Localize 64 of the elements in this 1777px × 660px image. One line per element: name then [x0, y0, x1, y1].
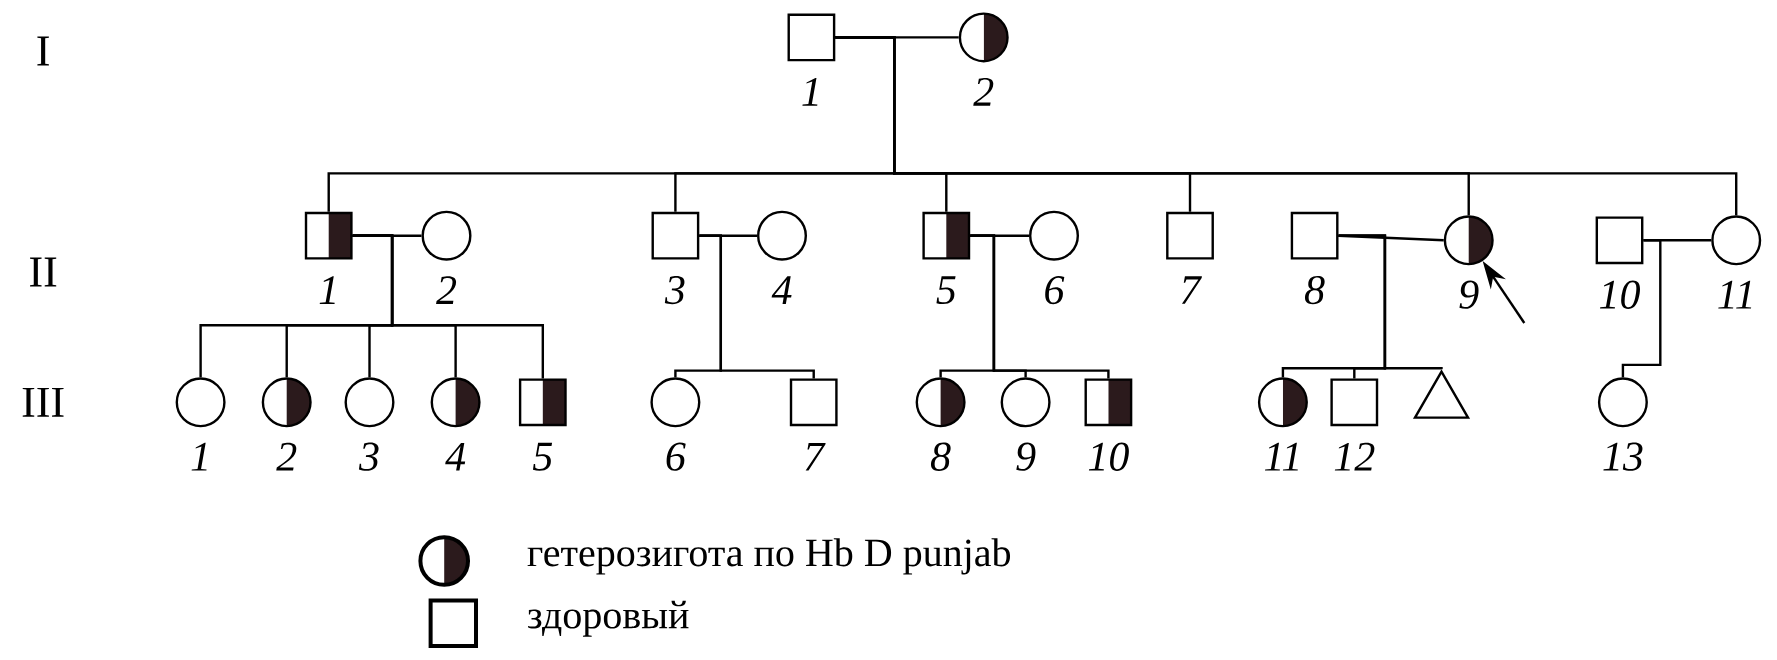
- descent-line: [1621, 239, 1662, 378]
- descent-line: [352, 234, 544, 379]
- half-filled-circle-symbol: [430, 377, 481, 428]
- legend-text: здоровый: [528, 600, 689, 637]
- circle-symbol: [1000, 377, 1051, 428]
- circle-symbol: [421, 210, 472, 261]
- individual-number: 7: [805, 442, 826, 471]
- circle-symbol: [650, 377, 701, 428]
- individual-number: 9: [1016, 442, 1036, 471]
- individual-number: 11: [1718, 280, 1752, 309]
- generation-label: III: [22, 387, 64, 417]
- individual-number: 2: [973, 77, 994, 106]
- individual-number: 8: [931, 442, 951, 471]
- individual-number: 5: [936, 276, 956, 305]
- individual-number: 7: [1181, 276, 1202, 304]
- descent-line: [699, 234, 815, 379]
- circle-symbol: [1711, 215, 1762, 266]
- individual-number: 2: [276, 442, 297, 471]
- individual-number: 1: [802, 77, 818, 106]
- individual-number: 13: [1603, 442, 1643, 471]
- half-filled-circle-symbol: [1443, 215, 1494, 266]
- square-symbol: [1166, 211, 1214, 260]
- individual-number: 10: [1088, 442, 1129, 471]
- half-filled-circle-symbol: [958, 12, 1009, 63]
- descent-line: [835, 36, 1738, 216]
- square-symbol: [1290, 211, 1339, 260]
- individual-number: 10: [1600, 280, 1640, 309]
- individual-number: 4: [445, 442, 466, 471]
- descent-line: [970, 234, 1110, 379]
- individual-number: 6: [666, 442, 686, 471]
- square-symbol: [1330, 378, 1379, 427]
- individual-number: 1: [319, 276, 335, 304]
- square-symbol: [1595, 216, 1644, 265]
- individual-number: 9: [1459, 280, 1479, 309]
- individual-number: 11: [1265, 442, 1298, 471]
- generation-label: I: [37, 36, 49, 66]
- circle-symbol: [1029, 210, 1079, 261]
- individual-number: 4: [771, 276, 792, 304]
- marriage-line: [1338, 234, 1444, 242]
- circle-symbol: [1597, 377, 1648, 428]
- individual-number: 1: [191, 442, 207, 471]
- circle-symbol: [757, 210, 807, 261]
- square-symbol: [787, 13, 836, 62]
- half-filled-square-symbol: [518, 378, 567, 427]
- square-symbol: [789, 378, 838, 427]
- circle-symbol: [344, 377, 395, 428]
- individual-number: 2: [436, 276, 457, 304]
- generation-label: II: [30, 257, 57, 287]
- half-filled-circle-symbol: [915, 377, 966, 428]
- descent-line: [1338, 234, 1443, 371]
- individual-number: 8: [1305, 275, 1325, 305]
- half-filled-square-symbol: [1084, 378, 1133, 427]
- individual-number: 3: [664, 276, 685, 305]
- circle-symbol: [175, 377, 226, 428]
- individual-number: 3: [358, 442, 379, 471]
- individual-number: 6: [1045, 276, 1065, 305]
- square-symbol: [651, 211, 700, 260]
- individual-number: 5: [532, 442, 553, 471]
- half-filled-circle-symbol: [261, 377, 312, 428]
- legend-text: гетерозигота по Hb D punjab: [527, 538, 1011, 575]
- half-filled-square-symbol: [304, 211, 353, 260]
- half-filled-circle-symbol: [1257, 377, 1308, 428]
- individual-number: 12: [1334, 442, 1375, 471]
- half-filled-square-symbol: [922, 211, 971, 260]
